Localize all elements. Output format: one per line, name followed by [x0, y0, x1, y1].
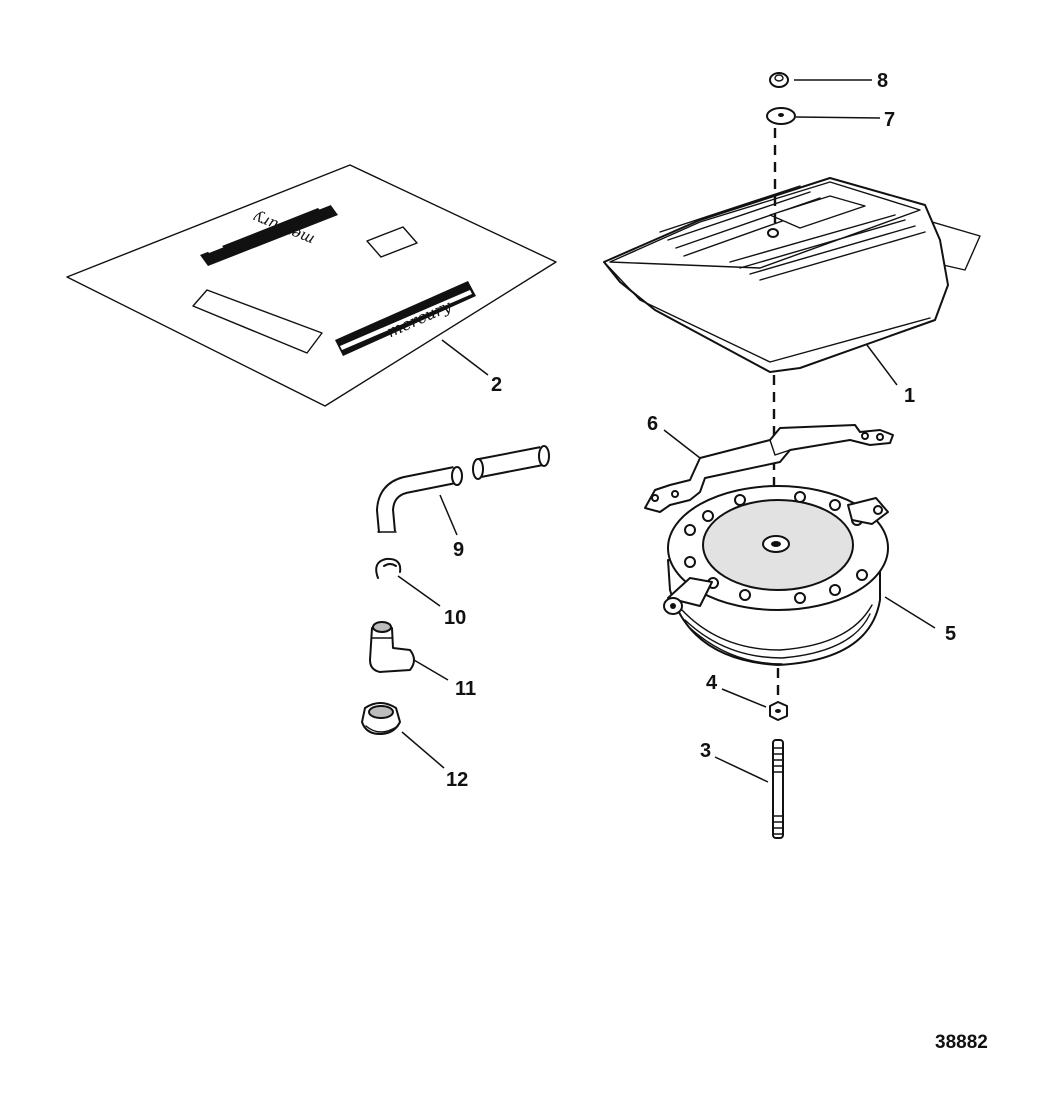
decal-cutout-large: [192, 289, 323, 354]
elbow-fitting: [369, 621, 415, 673]
callout-9: 9: [453, 539, 464, 561]
hose-elbow: [376, 466, 463, 533]
callout-3: 3: [700, 740, 711, 762]
hose-clip: [375, 557, 402, 579]
callout-11: 11: [455, 678, 476, 700]
leader-10: [397, 575, 441, 607]
leader-9: [439, 494, 458, 536]
stud: [772, 739, 784, 839]
leader-11: [413, 659, 449, 681]
callout-5: 5: [945, 623, 956, 645]
rewind-starter: [663, 485, 889, 666]
leader-6: [663, 429, 701, 459]
decal-cutout-small: [366, 226, 418, 258]
cover-bolt-hole: [767, 228, 779, 238]
grommet: [361, 702, 401, 735]
figure-number: 38882: [935, 1032, 988, 1053]
leader-1: [866, 344, 898, 386]
leader-4: [721, 688, 767, 708]
leader-5: [884, 596, 936, 629]
stud-nut: [769, 701, 788, 721]
rope-guide: [663, 577, 713, 615]
decal-stripe-upper: mercury: [200, 200, 338, 266]
callout-7: 7: [884, 109, 895, 131]
leader-2: [441, 339, 489, 376]
callout-10: 10: [444, 607, 466, 629]
leader-7: [795, 116, 881, 119]
callout-12: 12: [446, 769, 468, 791]
top-nut: [769, 72, 789, 88]
washer: [766, 107, 796, 125]
leader-12: [401, 731, 445, 769]
callout-2: 2: [491, 374, 502, 396]
callout-1: 1: [904, 385, 915, 407]
hose-straight: [472, 445, 550, 480]
bracket: [644, 424, 894, 513]
leader-3: [714, 756, 769, 783]
callout-8: 8: [877, 70, 888, 92]
decal-sheet: mercury mercury: [66, 164, 557, 407]
callout-4: 4: [706, 672, 718, 694]
callout-6: 6: [647, 413, 658, 435]
cover: [603, 177, 981, 373]
